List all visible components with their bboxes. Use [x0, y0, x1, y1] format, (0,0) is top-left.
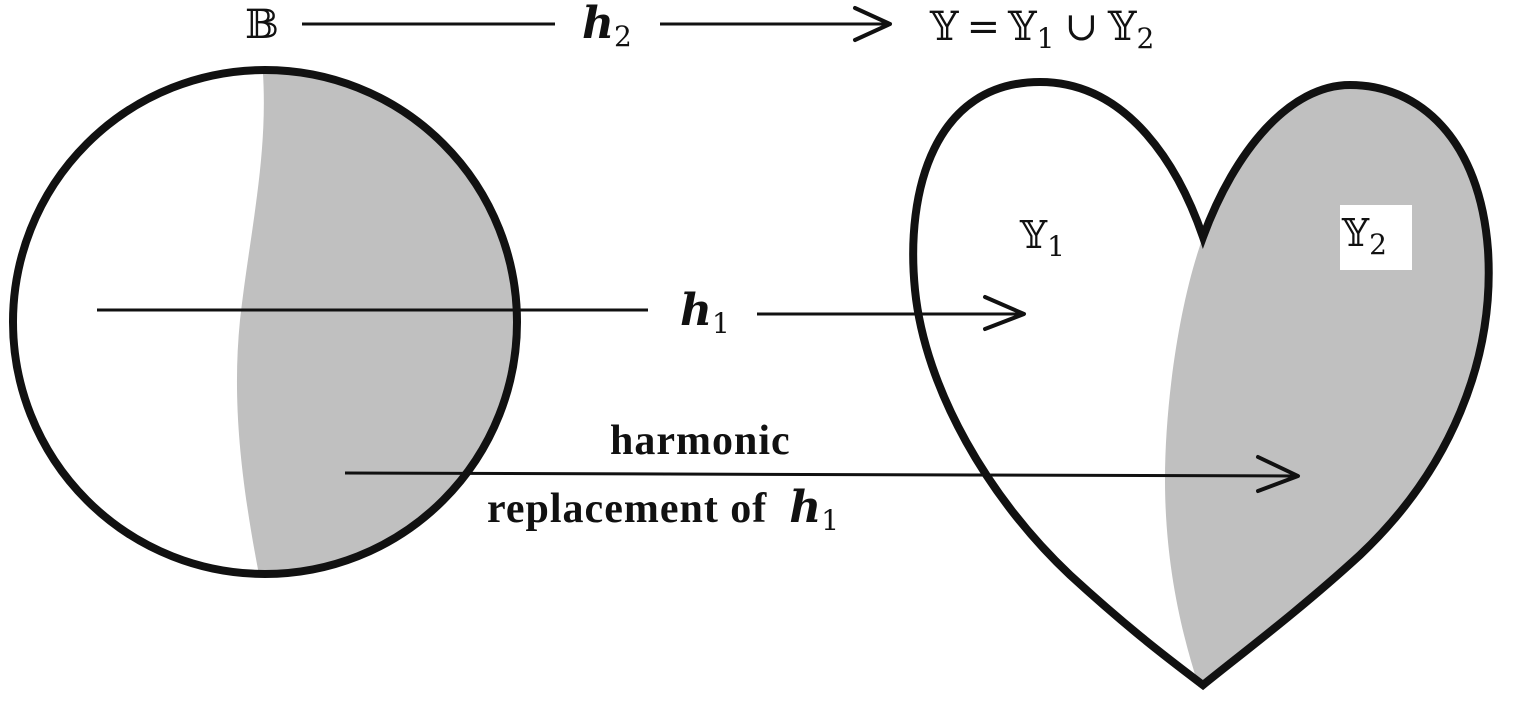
disk-domain — [9, 66, 521, 578]
target-equation: 𝕐=𝕐1∪𝕐2 — [929, 4, 1154, 55]
heart-shaded-region — [1165, 82, 1489, 685]
harmonic-arrow-head — [1256, 455, 1300, 493]
domain-symbol: 𝔹 — [245, 2, 279, 48]
region-y2-label: 𝕐2 — [1341, 211, 1387, 261]
region-y2-label-bg — [1340, 205, 1412, 270]
top-arrow-head — [853, 6, 892, 42]
h1-map-arrow: h1 — [97, 285, 1026, 340]
h1-arrow-head — [983, 295, 1026, 331]
disk-shaded-region — [236, 70, 517, 574]
harmonic-label-line1: harmonic — [610, 418, 791, 464]
h1-label: h1 — [680, 285, 730, 340]
heart-target — [909, 77, 1493, 691]
disk-boundary — [9, 66, 521, 578]
top-map-row: 𝔹 h2 𝕐=𝕐1∪𝕐2 — [245, 0, 1154, 55]
h2-label: h2 — [582, 0, 632, 53]
heart-boundary — [909, 77, 1493, 691]
region-y1-label: 𝕐1 — [1019, 213, 1065, 263]
harmonic-arrow-shaft — [344, 471, 1298, 478]
